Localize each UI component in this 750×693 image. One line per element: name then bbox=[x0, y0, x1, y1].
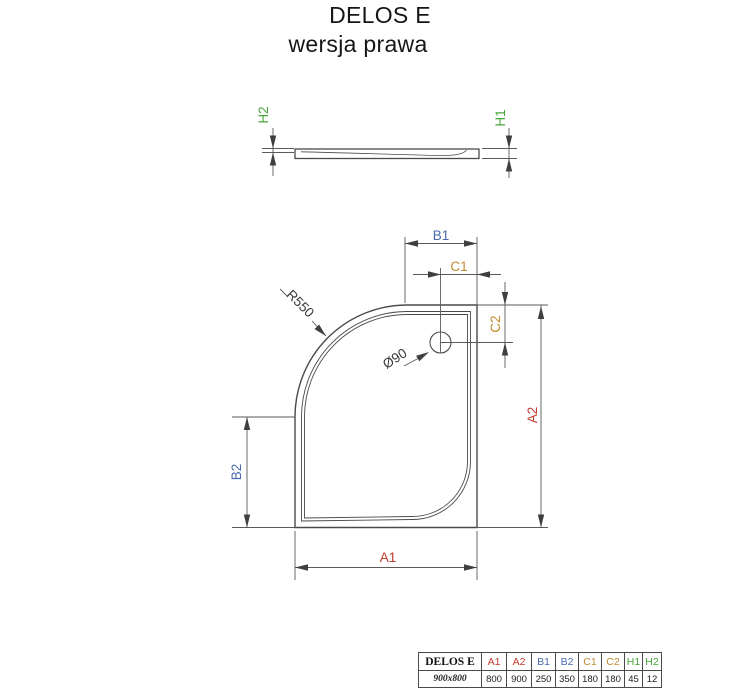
spec-header-b2: B2 bbox=[555, 652, 579, 671]
dim-label-a1: A1 bbox=[380, 550, 397, 565]
dim-label-a2: A2 bbox=[525, 407, 540, 424]
dim-a2: A2 bbox=[525, 305, 545, 528]
spec-header-h1: H1 bbox=[624, 652, 643, 671]
spec-header-c2: C2 bbox=[601, 652, 625, 671]
dim-h2: H2 bbox=[256, 106, 294, 176]
spec-value-b2: 350 bbox=[555, 670, 579, 688]
dim-h1: H1 bbox=[482, 109, 517, 178]
dim-label-c2: C2 bbox=[488, 315, 503, 332]
dim-c2: C2 bbox=[477, 282, 548, 368]
dim-label-r550: R550 bbox=[284, 287, 317, 320]
spec-value-h2: 12 bbox=[642, 670, 662, 688]
spec-product-size: 900x800 bbox=[418, 670, 482, 688]
dim-label-h1: H1 bbox=[493, 109, 508, 126]
drain-centerlines bbox=[440, 268, 513, 354]
radius-callout: R550 bbox=[279, 287, 327, 337]
drawing-subtitle: wersja prawa bbox=[288, 31, 428, 57]
dim-b1: B1 bbox=[404, 228, 478, 305]
profile-basin-line bbox=[300, 150, 467, 156]
top-view: R550 Ø90 B1 C1 bbox=[229, 228, 548, 580]
dim-label-b1: B1 bbox=[433, 228, 450, 243]
spec-header-a2: A2 bbox=[506, 652, 532, 671]
spec-product-name: DELOS E bbox=[418, 652, 482, 671]
spec-value-c2: 180 bbox=[601, 670, 625, 688]
spec-value-c1: 180 bbox=[578, 670, 602, 688]
tray-outer-contour bbox=[294, 304, 478, 529]
dim-c1: C1 bbox=[413, 259, 501, 278]
spec-value-b1: 250 bbox=[531, 670, 556, 688]
dim-b2: B2 bbox=[229, 416, 295, 528]
tray-inner-rim-outer bbox=[301, 311, 471, 522]
spec-header-b1: B1 bbox=[531, 652, 556, 671]
spec-value-a1: 800 bbox=[481, 670, 507, 688]
profile-outline bbox=[294, 148, 480, 160]
spec-header-c1: C1 bbox=[578, 652, 602, 671]
drain-callout: Ø90 bbox=[380, 345, 429, 372]
spec-header-h2: H2 bbox=[642, 652, 662, 671]
dim-label-b2: B2 bbox=[229, 464, 244, 481]
tray-inner-rim-inner bbox=[304, 314, 468, 519]
drawing-title: DELOS E bbox=[329, 2, 431, 28]
spec-header-a1: A1 bbox=[481, 652, 507, 671]
spec-value-a2: 900 bbox=[506, 670, 532, 688]
profile-view: H2 H1 bbox=[256, 106, 517, 178]
dim-label-drain: Ø90 bbox=[380, 345, 410, 371]
spec-value-h1: 45 bbox=[624, 670, 643, 688]
dim-label-h2: H2 bbox=[256, 106, 271, 123]
dim-label-c1: C1 bbox=[450, 259, 467, 274]
dim-a1: A1 bbox=[294, 527, 548, 580]
